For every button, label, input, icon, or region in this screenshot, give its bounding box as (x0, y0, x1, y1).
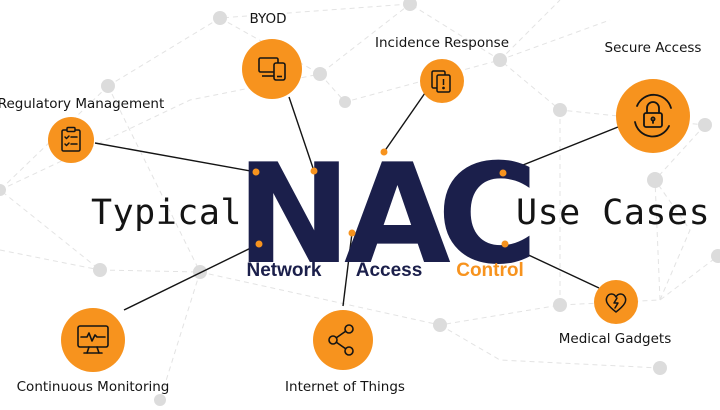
control-word: Control (456, 260, 524, 281)
internet-of-things-label: Internet of Things (285, 379, 405, 395)
internet-of-things-node (313, 310, 373, 370)
typical-word: Typical (91, 193, 243, 233)
nac-letter-a: A (344, 134, 451, 295)
lock-icon (634, 93, 672, 138)
regulatory-management-node (48, 117, 94, 163)
continuous-monitoring-node (61, 308, 125, 372)
incidence-response-node (420, 59, 464, 103)
secure-access-label: Secure Access (604, 40, 702, 56)
byod-node (242, 39, 302, 99)
monitor-heartbeat-icon (77, 325, 109, 354)
regulatory-management-label: Regulatory Management (0, 96, 165, 112)
nac-letter-c: C (437, 134, 539, 295)
devices-icon (258, 57, 286, 81)
access-word: Access (355, 260, 423, 281)
medical-gadgets-node (594, 280, 638, 324)
share-nodes-icon (328, 324, 354, 356)
incidence-response-label: Incidence Response (375, 35, 509, 51)
medical-gadgets-label: Medical Gadgets (558, 331, 672, 347)
continuous-monitoring-label: Continuous Monitoring (16, 379, 170, 395)
secure-access-node (616, 79, 690, 153)
checklist-icon (61, 126, 81, 152)
byod-label: BYOD (249, 11, 287, 27)
use-cases-word: Use Cases (516, 193, 711, 233)
nac-letter-n: N (236, 134, 352, 295)
network-word: Network (246, 260, 322, 281)
medical-heart-icon (605, 293, 627, 313)
incident-report-icon (431, 70, 451, 93)
